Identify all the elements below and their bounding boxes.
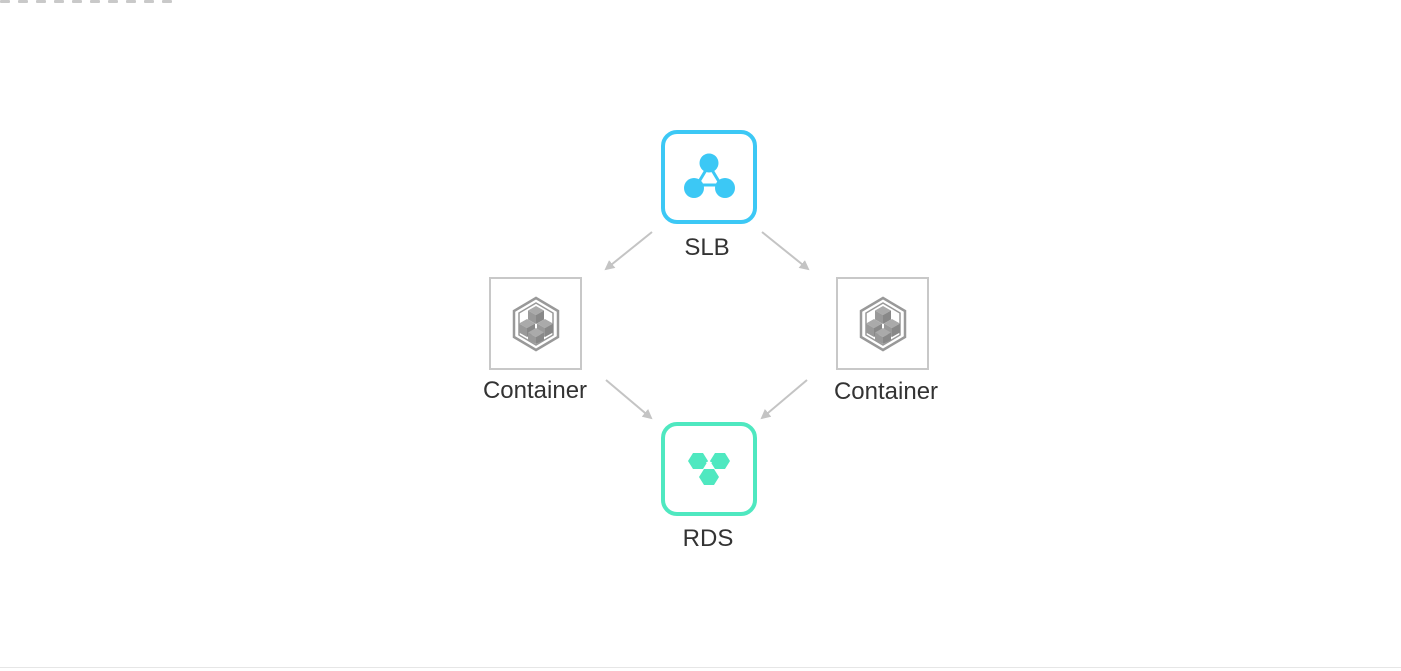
database-icon — [688, 453, 730, 485]
arrow-container-left-to-rds — [605, 379, 653, 420]
rds-label: RDS — [682, 525, 734, 552]
container-left-node[interactable] — [489, 277, 582, 370]
load-balancer-icon — [684, 153, 735, 198]
slb-label: SLB — [684, 234, 730, 261]
arrow-container-right-to-rds — [760, 379, 808, 420]
container-left-label: Container — [482, 377, 588, 404]
container-right-label: Container — [833, 378, 939, 405]
slb-node[interactable] — [661, 130, 757, 224]
rds-node[interactable] — [661, 422, 757, 516]
arrow-slb-to-container-right — [761, 231, 810, 271]
top-cropped-strip — [0, 0, 190, 4]
container-icon — [512, 296, 559, 351]
container-icon — [859, 296, 906, 351]
container-right-node[interactable] — [836, 277, 929, 370]
arrow-slb-to-container-left — [604, 231, 653, 271]
bottom-divider — [0, 667, 1401, 668]
